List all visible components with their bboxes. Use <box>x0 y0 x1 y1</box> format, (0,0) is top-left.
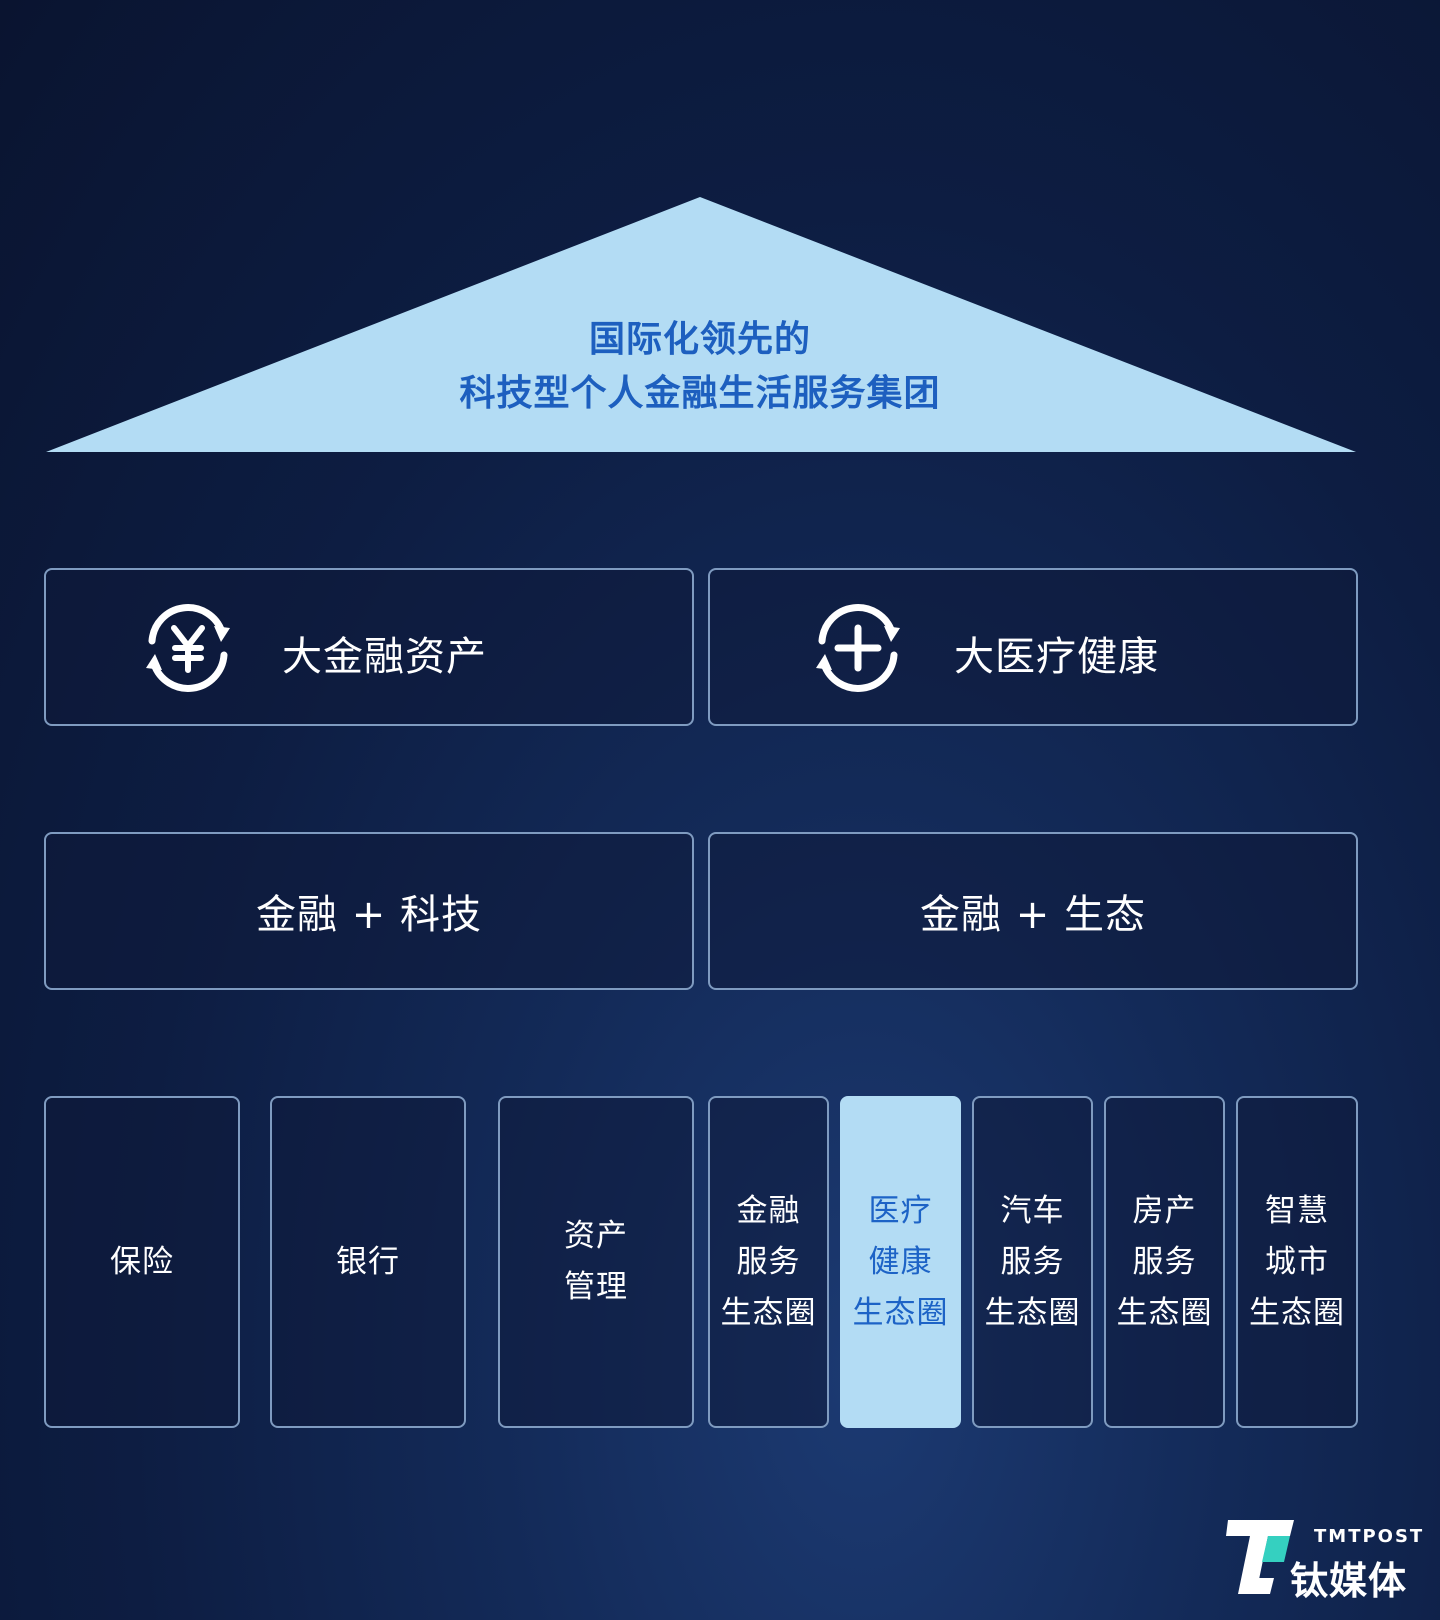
column-line: 银行 <box>336 1243 400 1280</box>
column-smart-city-ecosystem: 智慧 城市 生态圈 <box>1236 1096 1358 1428</box>
pillar-label-healthcare: 大医疗健康 <box>954 634 1159 680</box>
column-line: 服务 <box>1000 1243 1065 1280</box>
column-line: 健康 <box>868 1243 933 1280</box>
column-line: 城市 <box>1265 1243 1329 1280</box>
pillar-financial-assets: 大金融资产 <box>44 568 694 726</box>
tmtpost-logo-icon <box>1226 1520 1294 1594</box>
strategy-finance-ecosystem: 金融 + 生态 <box>708 832 1358 990</box>
column-line: 房产 <box>1132 1192 1197 1229</box>
column-banking: 银行 <box>270 1096 466 1428</box>
plus-exchange-icon <box>816 604 900 692</box>
logo-text-en: TMTPOST <box>1314 1526 1425 1547</box>
column-line: 生态圈 <box>720 1294 817 1331</box>
strategy-label-finance-ecosystem: 金融 + 生态 <box>920 892 1146 938</box>
strategy-finance-tech: 金融 + 科技 <box>44 832 694 990</box>
column-line: 金融 <box>736 1192 801 1229</box>
column-line: 智慧 <box>1265 1192 1329 1229</box>
column-line: 生态圈 <box>1249 1294 1345 1331</box>
column-line: 资产 <box>564 1218 628 1254</box>
roof-shape <box>46 197 1356 452</box>
roof-title-line-1: 国际化领先的 <box>588 319 811 360</box>
column-healthcare-ecosystem: 医疗 健康 生态圈 <box>840 1096 961 1428</box>
pillar-healthcare: 大医疗健康 <box>708 568 1358 726</box>
column-insurance: 保险 <box>44 1096 240 1428</box>
column-auto-services-ecosystem: 汽车 服务 生态圈 <box>972 1096 1093 1428</box>
pillar-label-financial-assets: 大金融资产 <box>282 634 487 680</box>
yen-exchange-icon <box>146 604 230 692</box>
column-line: 保险 <box>110 1243 174 1280</box>
column-line: 汽车 <box>1000 1192 1065 1229</box>
column-line: 服务 <box>736 1243 801 1280</box>
column-real-estate-ecosystem: 房产 服务 生态圈 <box>1104 1096 1225 1428</box>
column-line: 生态圈 <box>852 1294 949 1331</box>
strategy-label-finance-tech: 金融 + 科技 <box>256 892 482 938</box>
roof-title-line-2: 科技型个人金融生活服务集团 <box>459 373 941 414</box>
column-line: 生态圈 <box>984 1294 1081 1331</box>
column-line: 管理 <box>564 1269 628 1305</box>
column-financial-services-ecosystem: 金融 服务 生态圈 <box>708 1096 829 1428</box>
column-line: 医疗 <box>868 1192 933 1229</box>
column-line: 服务 <box>1132 1243 1197 1280</box>
roof-triangle <box>46 197 1356 452</box>
column-asset-management: 资产 管理 <box>498 1096 694 1428</box>
column-line: 生态圈 <box>1116 1294 1213 1331</box>
logo-text-cn: 钛媒体 <box>1290 1559 1408 1603</box>
